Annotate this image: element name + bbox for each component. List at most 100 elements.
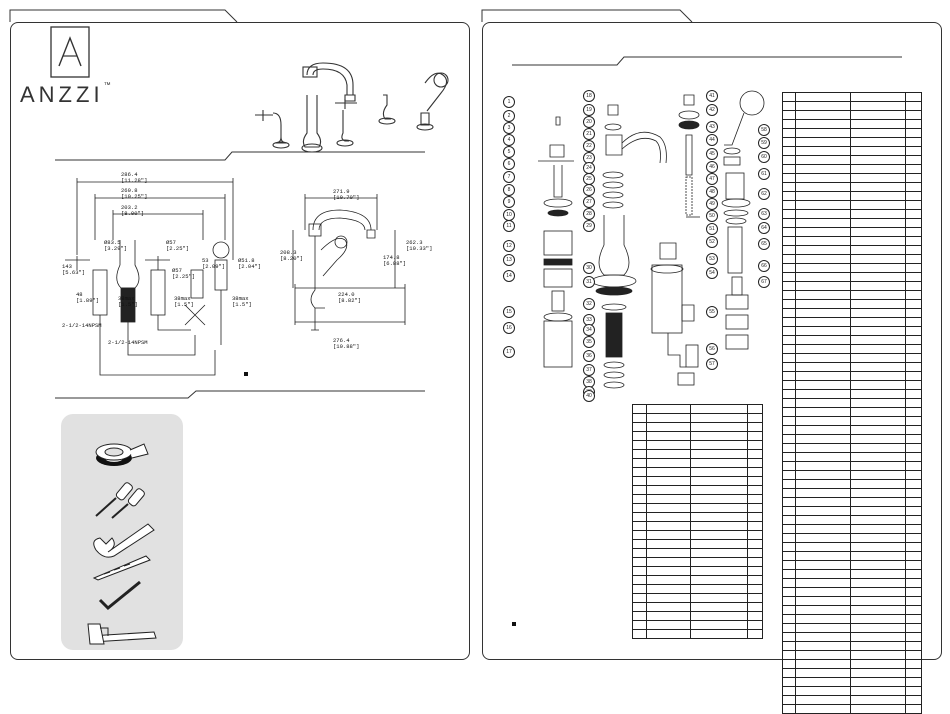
table-cell — [746, 593, 764, 603]
table-cell — [646, 602, 691, 612]
table-cell — [782, 497, 796, 507]
table-cell — [794, 110, 851, 120]
table-cell — [782, 641, 796, 651]
table-cell — [794, 641, 851, 651]
part-callout: 41 — [706, 90, 718, 102]
table-cell — [904, 209, 923, 219]
part-callout: 59 — [758, 137, 770, 149]
table-cell — [794, 263, 851, 273]
table-cell — [746, 431, 764, 441]
table-cell — [646, 557, 691, 567]
table-cell — [849, 380, 906, 390]
table-cell — [794, 164, 851, 174]
table-cell — [746, 584, 764, 594]
table-cell — [904, 524, 923, 534]
table-cell — [782, 479, 796, 489]
table-cell — [904, 425, 923, 435]
table-cell — [631, 602, 648, 612]
table-row — [782, 308, 923, 318]
part-callout: 49 — [706, 198, 718, 210]
table-row — [782, 236, 923, 246]
table-cell — [849, 218, 906, 228]
table-cell — [782, 443, 796, 453]
table-row — [782, 218, 923, 228]
brand-logo-mark — [50, 26, 90, 78]
table-cell — [782, 623, 796, 633]
table-cell — [794, 281, 851, 291]
brand-name: ANZZI™ — [20, 82, 111, 107]
table-cell — [904, 470, 923, 480]
table-row — [782, 119, 923, 129]
table-cell — [904, 641, 923, 651]
table-cell — [904, 173, 923, 183]
table-cell — [646, 503, 691, 513]
table-cell — [782, 668, 796, 678]
part-callout: 17 — [503, 346, 515, 358]
table-row — [782, 668, 923, 678]
part-callout: 1 — [503, 96, 515, 108]
table-cell — [746, 611, 764, 621]
table-cell — [849, 344, 906, 354]
part-callout: 64 — [758, 222, 770, 234]
page-tab-outline — [9, 9, 693, 23]
part-callout: 57 — [706, 358, 718, 370]
table-row — [782, 677, 923, 687]
table-cell — [794, 434, 851, 444]
table-cell — [689, 620, 748, 630]
table-cell — [646, 494, 691, 504]
table-cell — [782, 407, 796, 417]
part-callout: 18 — [583, 90, 595, 102]
table-cell — [904, 146, 923, 156]
table-cell — [794, 227, 851, 237]
table-cell — [794, 632, 851, 642]
table-cell — [646, 467, 691, 477]
table-cell — [689, 611, 748, 621]
part-callout: 5 — [503, 146, 515, 158]
table-cell — [689, 404, 748, 414]
table-cell — [904, 407, 923, 417]
table-cell — [849, 623, 906, 633]
table-cell — [794, 533, 851, 543]
table-cell — [782, 236, 796, 246]
table-cell — [689, 530, 748, 540]
table-cell — [794, 416, 851, 426]
table-cell — [794, 173, 851, 183]
table-cell — [746, 575, 764, 585]
part-callout: 32 — [583, 298, 595, 310]
part-callout: 48 — [706, 186, 718, 198]
table-cell — [849, 200, 906, 210]
table-cell — [689, 593, 748, 603]
table-cell — [849, 551, 906, 561]
table-cell — [849, 182, 906, 192]
table-cell — [631, 503, 648, 513]
part-callout: 36 — [583, 350, 595, 362]
table-cell — [849, 677, 906, 687]
table-cell — [782, 416, 796, 426]
table-cell — [689, 566, 748, 576]
screwdrivers-icon — [95, 482, 145, 519]
table-row — [782, 209, 923, 219]
table-row — [631, 584, 764, 594]
table-row — [631, 503, 764, 513]
parts-table-large — [782, 92, 923, 714]
table-cell — [631, 521, 648, 531]
table-cell — [782, 245, 796, 255]
table-cell — [746, 566, 764, 576]
table-cell — [782, 362, 796, 372]
table-cell — [849, 479, 906, 489]
table-cell — [794, 335, 851, 345]
table-cell — [849, 326, 906, 336]
table-cell — [782, 371, 796, 381]
table-cell — [904, 434, 923, 444]
table-cell — [904, 191, 923, 201]
part-callout: 60 — [758, 151, 770, 163]
table-cell — [794, 317, 851, 327]
table-cell — [904, 623, 923, 633]
table-cell — [746, 467, 764, 477]
table-cell — [782, 659, 796, 669]
part-callout: 35 — [583, 336, 595, 348]
table-cell — [794, 290, 851, 300]
table-cell — [904, 272, 923, 282]
table-cell — [782, 578, 796, 588]
dim-thread-a: 2-1/2-14NPSM — [62, 322, 102, 329]
